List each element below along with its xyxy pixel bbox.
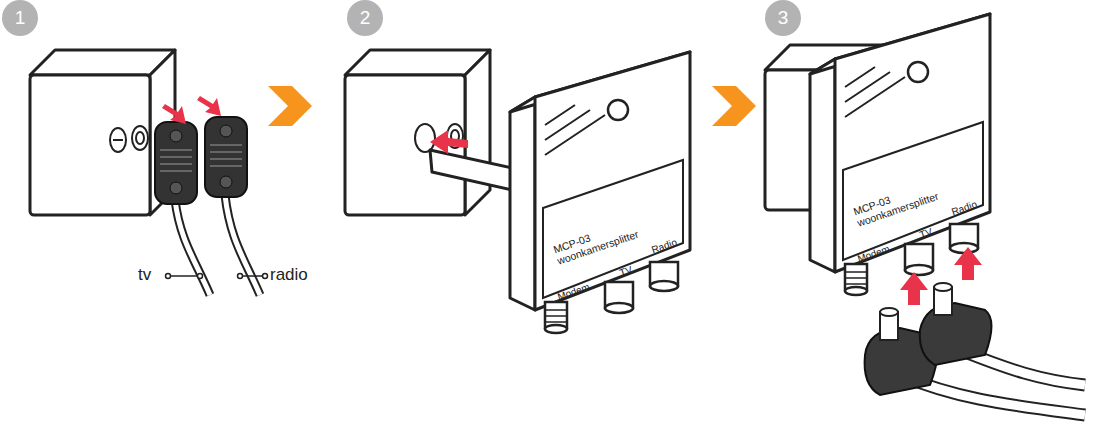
splitter bbox=[510, 52, 690, 333]
splitter-plug-stub bbox=[430, 150, 512, 190]
push-arrow bbox=[162, 104, 186, 124]
coax-plug bbox=[205, 117, 247, 197]
coax-plug bbox=[160, 150, 192, 171]
label-leader bbox=[240, 275, 265, 277]
label-leader bbox=[165, 274, 268, 279]
wall-socket-box bbox=[415, 124, 435, 152]
splitter bbox=[810, 14, 990, 295]
coax-cable bbox=[175, 200, 210, 295]
label-leader bbox=[263, 274, 268, 279]
label-leader bbox=[166, 274, 171, 279]
wall-socket-box bbox=[345, 50, 490, 215]
step-number-text: 1 bbox=[15, 7, 26, 29]
step-number: 1 bbox=[2, 0, 38, 36]
coax-plug bbox=[220, 125, 232, 137]
coax-plug bbox=[880, 308, 898, 316]
sequence-arrow bbox=[268, 86, 312, 126]
step-number-text: 3 bbox=[778, 7, 789, 29]
wall-socket-box bbox=[132, 126, 148, 150]
splitter-plug-stub bbox=[430, 150, 512, 190]
splitter bbox=[510, 52, 690, 333]
label-leader bbox=[198, 274, 203, 279]
coax-plug bbox=[170, 130, 182, 142]
wall-socket-box bbox=[110, 128, 126, 152]
push-arrow bbox=[430, 130, 468, 154]
push-arrow bbox=[954, 247, 982, 280]
sequence-arrow bbox=[712, 86, 756, 126]
push-arrow bbox=[430, 130, 468, 154]
coax-plug bbox=[934, 283, 952, 291]
label-leader bbox=[238, 274, 243, 279]
push-arrow bbox=[900, 247, 982, 305]
coax-cable bbox=[225, 195, 260, 295]
coax-plug bbox=[170, 182, 182, 194]
coax-plug bbox=[155, 117, 247, 204]
coax-cable bbox=[225, 195, 260, 295]
cable-label: radio bbox=[270, 266, 330, 285]
cable-label: tv bbox=[138, 266, 178, 285]
push-arrow bbox=[900, 272, 928, 305]
step-number: 3 bbox=[765, 0, 801, 36]
coax-plug bbox=[865, 283, 992, 395]
coax-plug bbox=[220, 176, 232, 188]
coax-cable bbox=[175, 200, 210, 295]
wall-socket-box bbox=[30, 50, 175, 215]
coax-plug bbox=[155, 122, 197, 204]
wall-socket-box bbox=[30, 50, 175, 215]
coax-plug bbox=[920, 303, 992, 365]
push-arrow bbox=[162, 96, 221, 124]
wall-socket-box bbox=[345, 50, 490, 215]
step-number: 2 bbox=[347, 0, 383, 36]
splitter bbox=[810, 14, 990, 295]
coax-cable bbox=[175, 195, 260, 295]
step-number-text: 2 bbox=[360, 7, 371, 29]
coax-plug bbox=[210, 145, 242, 166]
wall-socket-box bbox=[113, 139, 123, 141]
push-arrow bbox=[197, 96, 221, 116]
wall-socket-box bbox=[136, 132, 144, 144]
